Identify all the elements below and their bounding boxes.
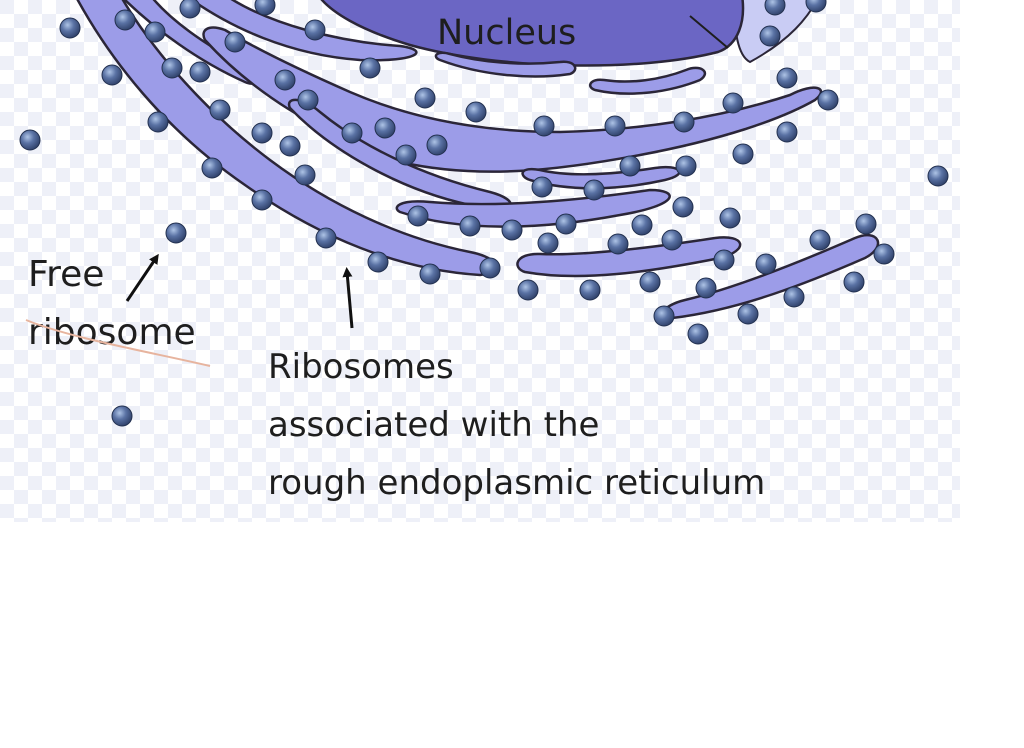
ribosome-icon [619, 155, 641, 177]
ribosome-icon [114, 9, 136, 31]
ribosome-icon [555, 213, 577, 235]
ribosome-icon [315, 227, 337, 249]
ribosome-icon [732, 143, 754, 165]
ribosome-icon [661, 229, 683, 251]
ribosome-icon [297, 89, 319, 111]
ribosome-icon [673, 111, 695, 133]
ribosome-icon [419, 263, 441, 285]
ribosome-icon [533, 115, 555, 137]
er-cisterna-10 [588, 66, 707, 95]
ribosome-icon [607, 233, 629, 255]
ribosome-icon [426, 134, 448, 156]
ribosome-icon [805, 0, 827, 13]
free-ribosome-label-line2: ribosome [28, 312, 196, 353]
ribosome-icon [759, 25, 781, 47]
ribosome-icon [251, 122, 273, 144]
er-cisterna-8 [660, 233, 880, 320]
ribosome-icon [687, 323, 709, 345]
ribosome-icon [459, 215, 481, 237]
er-cisterna-7 [516, 236, 742, 278]
ribosome-icon [144, 21, 166, 43]
ribosome-icon [19, 129, 41, 151]
free-ribosome-arrow-icon [125, 253, 159, 302]
ribosome-icon [209, 99, 231, 121]
rer-label-line2: associated with the [268, 405, 599, 445]
ribosome-icon [465, 101, 487, 123]
ribosome-icon [631, 214, 653, 236]
rer-label-line3: rough endoplasmic reticulum [268, 463, 765, 503]
ribosome-icon [251, 189, 273, 211]
free-ribosome-label-line1: Free [28, 254, 104, 295]
ribosome-icon [855, 213, 877, 235]
ribosome-icon [783, 286, 805, 308]
ribosome-icon [304, 19, 326, 41]
ribosome-icon [294, 164, 316, 186]
ribosome-icon [395, 144, 417, 166]
ribosome-icon [755, 253, 777, 275]
ribosome-icon [165, 222, 187, 244]
label-underline [25, 319, 211, 367]
ribosome-icon [147, 111, 169, 133]
ribosome-icon [695, 277, 717, 299]
ribosome-icon [722, 92, 744, 114]
er-cisterna-4 [287, 98, 512, 210]
ribosome-icon [776, 121, 798, 143]
ribosome-icon [719, 207, 741, 229]
ribosome-icon [341, 122, 363, 144]
ribosome-icon [189, 61, 211, 83]
ribosome-icon [737, 303, 759, 325]
nucleus-label: Nucleus [437, 13, 576, 53]
ribosome-icon [537, 232, 559, 254]
ribosome-icon [201, 157, 223, 179]
ribosome-icon [279, 135, 301, 157]
ribosome-icon [531, 176, 553, 198]
ribosome-icon [672, 196, 694, 218]
ribosome-icon [479, 257, 501, 279]
ribosome-icon [59, 17, 81, 39]
rough-er-diagram: Nucleus Free ribosome Ribosomes associat… [0, 0, 960, 522]
ribosome-icon [111, 405, 133, 427]
ribosome-icon [407, 205, 429, 227]
ribosome-icon [639, 271, 661, 293]
ribosome-icon [764, 0, 786, 16]
ribosome-icon [274, 69, 296, 91]
ribosome-icon [224, 31, 246, 53]
er-cisterna-6 [521, 165, 681, 190]
ribosome-icon [101, 64, 123, 86]
ribosome-icon [927, 165, 949, 187]
ribosome-icon [414, 87, 436, 109]
nucleus-pointer-line [689, 15, 729, 49]
ribosome-icon [843, 271, 865, 293]
er-cisterna-2 [189, 0, 418, 62]
ribosome-icon [374, 117, 396, 139]
ribosome-icon [179, 0, 201, 19]
ribosome-layer [19, 0, 949, 427]
ribosome-icon [873, 243, 895, 265]
rer-label-line1: Ribosomes [268, 347, 454, 387]
ribosome-icon [501, 219, 523, 241]
ribosome-icon [359, 57, 381, 79]
ribosome-icon [254, 0, 276, 16]
ribosome-icon [675, 155, 697, 177]
ribosome-icon [817, 89, 839, 111]
ribosome-icon [161, 57, 183, 79]
ribosome-icon [583, 179, 605, 201]
ribosome-icon [604, 115, 626, 137]
ribosome-icon [776, 67, 798, 89]
rer-ribosome-arrow-icon [342, 267, 354, 329]
ribosome-icon [517, 279, 539, 301]
ribosome-icon [809, 229, 831, 251]
er-cisterna-9 [434, 51, 577, 78]
ribosome-icon [713, 249, 735, 271]
ribosome-icon [653, 305, 675, 327]
ribosome-icon [579, 279, 601, 301]
ribosome-icon [367, 251, 389, 273]
